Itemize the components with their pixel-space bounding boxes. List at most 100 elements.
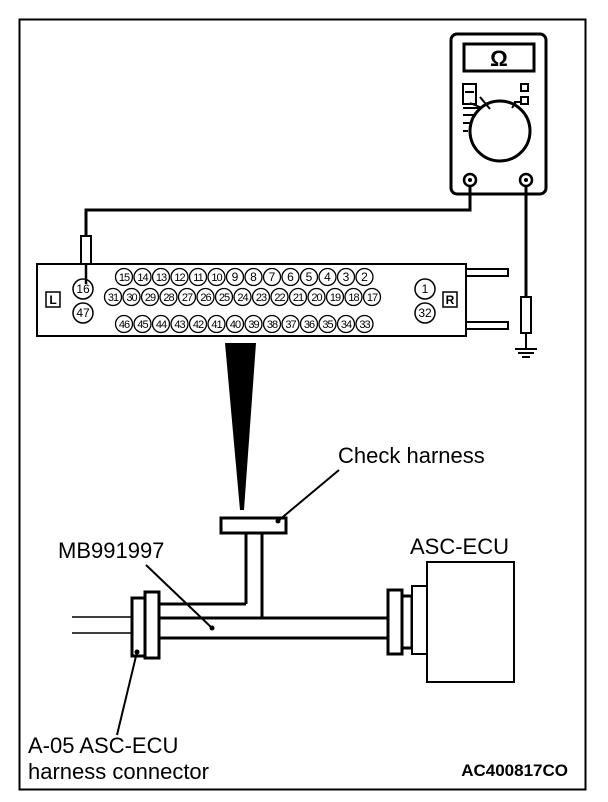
pin-35: 35 xyxy=(322,319,333,331)
pin-40: 40 xyxy=(230,319,241,331)
figure-frame xyxy=(18,18,587,791)
pin-42: 42 xyxy=(193,319,204,331)
pin-hole-9 xyxy=(225,267,245,287)
ground-icon xyxy=(515,348,537,358)
pin-hole-22 xyxy=(270,287,289,307)
pin-hole-7 xyxy=(262,267,282,287)
meter-lead-positive xyxy=(84,186,472,236)
pin-hole-39 xyxy=(244,314,263,334)
pin-12: 12 xyxy=(174,272,185,284)
pin-hole-28 xyxy=(159,287,178,307)
pin-34: 34 xyxy=(341,319,352,331)
pin-24: 24 xyxy=(237,292,248,304)
pin-25: 25 xyxy=(219,292,230,304)
pin-44: 44 xyxy=(156,319,167,331)
pin-7: 7 xyxy=(269,270,276,284)
pin-hole-19 xyxy=(325,287,345,307)
pin-4: 4 xyxy=(324,270,331,284)
pin-3: 3 xyxy=(343,270,350,284)
pin-39: 39 xyxy=(248,319,259,331)
pin-hole-2 xyxy=(355,267,374,287)
probe-negative xyxy=(520,296,532,349)
figure-code: AC400817CO xyxy=(461,761,568,780)
label-connector-line2: harness connector xyxy=(28,759,209,784)
pin-hole-43 xyxy=(170,314,189,334)
pin-hole-23 xyxy=(251,287,271,307)
pin-16: 16 xyxy=(76,282,90,296)
pin-hole-38 xyxy=(262,314,282,334)
view-pointer-wedge xyxy=(225,343,256,510)
pin-8: 8 xyxy=(250,270,257,284)
pin-hole-20 xyxy=(307,287,326,307)
leader-mb991997 xyxy=(145,564,213,629)
pin-32: 32 xyxy=(418,306,432,320)
pin-hole-10 xyxy=(207,267,226,287)
pin-hole-24 xyxy=(233,287,252,307)
pin-20: 20 xyxy=(311,292,322,304)
pin-hole-3 xyxy=(336,267,356,287)
meter-dial xyxy=(468,99,532,163)
pin-hole-35 xyxy=(318,314,337,334)
pin-19: 19 xyxy=(330,292,341,304)
pin-45: 45 xyxy=(137,319,148,331)
pin-hole-12 xyxy=(170,267,189,287)
pin-hole-25 xyxy=(214,287,234,307)
pin-6: 6 xyxy=(287,270,294,284)
pin-hole-21 xyxy=(288,287,308,307)
pin-21: 21 xyxy=(293,292,304,304)
pin-hole-30 xyxy=(122,287,141,307)
pin-hole-31 xyxy=(103,287,123,307)
pin-hole-11 xyxy=(188,267,208,287)
pin-hole-14 xyxy=(133,267,152,287)
check-harness-connector xyxy=(219,516,288,535)
pin-hole-34 xyxy=(336,314,356,334)
label-check-harness: Check harness xyxy=(338,443,485,468)
pin-hole-5 xyxy=(299,267,319,287)
pin-hole-17 xyxy=(362,287,382,307)
pin-hole-42 xyxy=(188,314,208,334)
pin-36: 36 xyxy=(304,319,315,331)
connector-right-marker: R xyxy=(446,293,455,307)
pin-hole-4 xyxy=(318,267,337,287)
pin-22: 22 xyxy=(274,292,285,304)
asc-ecu-unit xyxy=(411,561,515,683)
connector-left-marker: L xyxy=(49,293,56,307)
pin-43: 43 xyxy=(174,319,185,331)
pin-17: 17 xyxy=(367,292,378,304)
pin-33: 33 xyxy=(359,319,370,331)
pin-11: 11 xyxy=(193,272,203,284)
pin-hole-18 xyxy=(344,287,363,307)
pin-14: 14 xyxy=(137,272,148,284)
pin-38: 38 xyxy=(267,319,278,331)
pin-hole-29 xyxy=(140,287,160,307)
pin-hole-36 xyxy=(299,314,319,334)
pin-hole-26 xyxy=(196,287,215,307)
ohm-symbol: Ω xyxy=(490,46,508,71)
pin-hole-41 xyxy=(207,314,226,334)
pin-31: 31 xyxy=(108,292,119,304)
label-asc-ecu: ASC-ECU xyxy=(410,534,509,559)
pin-15: 15 xyxy=(119,272,130,284)
pin-29: 29 xyxy=(145,292,156,304)
pin-hole-15 xyxy=(114,267,134,287)
pin-37: 37 xyxy=(285,319,296,331)
pin-46: 46 xyxy=(119,319,130,331)
pin-hole-37 xyxy=(281,314,300,334)
pin-9: 9 xyxy=(232,270,239,284)
pin-30: 30 xyxy=(126,292,137,304)
pin-2: 2 xyxy=(361,270,368,284)
label-connector-line1: A-05 ASC-ECU xyxy=(28,733,178,758)
pin-47: 47 xyxy=(76,306,90,320)
leader-check-harness xyxy=(277,469,340,522)
pin-13: 13 xyxy=(156,272,167,284)
pin-18: 18 xyxy=(348,292,359,304)
pin-hole-27 xyxy=(177,287,197,307)
label-mb991997: MB991997 xyxy=(58,538,164,563)
check-harness-assembly xyxy=(72,516,414,660)
pin-hole-13 xyxy=(151,267,171,287)
pin-10: 10 xyxy=(211,272,222,284)
pin-hole-46 xyxy=(114,314,134,334)
pin-5: 5 xyxy=(306,270,313,284)
